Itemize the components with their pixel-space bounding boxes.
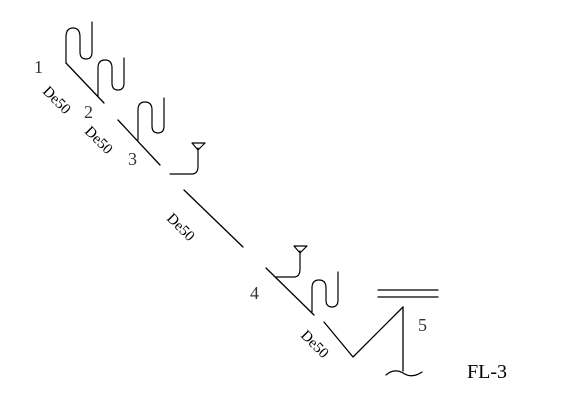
riser-break-mark bbox=[385, 370, 423, 377]
s-trap-3 bbox=[137, 97, 165, 141]
drain-pipe-segment-5 bbox=[323, 306, 404, 358]
floor-drain-1-cup bbox=[191, 142, 206, 151]
node-label-1: 1 bbox=[34, 57, 43, 77]
s-trap-1 bbox=[65, 21, 93, 64]
pipe-size-label-1: De50 bbox=[39, 84, 73, 118]
floor-drain-2-cup bbox=[293, 245, 308, 254]
node-label-5: 5 bbox=[418, 315, 427, 335]
drain-pipe-segment-3 bbox=[183, 189, 244, 248]
drain-pipe-segment-4 bbox=[265, 267, 315, 316]
riser-id-label: FL-3 bbox=[467, 361, 507, 383]
floor-drain-2 bbox=[275, 250, 301, 278]
floor-drain-1 bbox=[169, 147, 199, 175]
s-trap-2 bbox=[97, 57, 125, 97]
drain-pipe-segment-2 bbox=[117, 119, 161, 166]
s-trap-4 bbox=[311, 271, 339, 313]
pipe-size-label-4: De50 bbox=[297, 328, 331, 362]
node-label-4: 4 bbox=[250, 283, 259, 303]
node-label-3: 3 bbox=[128, 149, 137, 169]
pipe-size-label-3: De50 bbox=[163, 211, 197, 245]
pipe-size-label-2: De50 bbox=[81, 124, 115, 158]
node-label-2: 2 bbox=[84, 102, 93, 122]
